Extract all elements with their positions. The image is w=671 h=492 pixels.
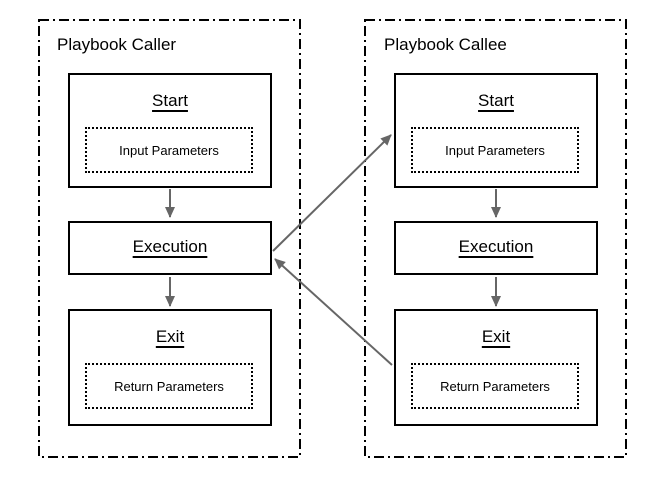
arrow-return-callee-exit-to-caller-execution	[274, 258, 393, 366]
callee-return-parameters-box: Return Parameters	[411, 363, 579, 409]
callee-start-node: Start Input Parameters	[394, 73, 598, 188]
callee-execution-node: Execution	[394, 221, 598, 275]
callee-input-parameters-box: Input Parameters	[411, 127, 579, 173]
caller-input-parameters-label: Input Parameters	[119, 142, 219, 158]
caller-execution-heading: Execution	[132, 237, 208, 256]
callee-container-title: Playbook Callee	[384, 35, 507, 54]
caller-container-title: Playbook Caller	[57, 35, 177, 54]
caller-start-heading: Start	[152, 91, 188, 110]
caller-exit-heading: Exit	[155, 327, 185, 346]
caller-return-parameters-box: Return Parameters	[85, 363, 253, 409]
callee-exit-heading: Exit	[481, 327, 511, 346]
caller-exit-node: Exit Return Parameters	[68, 309, 272, 426]
callee-return-parameters-label: Return Parameters	[440, 378, 550, 394]
callee-exit-node: Exit Return Parameters	[394, 309, 598, 426]
arrow-call-caller-execution-to-callee-start	[272, 134, 392, 252]
callee-input-parameters-label: Input Parameters	[445, 142, 545, 158]
caller-start-node: Start Input Parameters	[68, 73, 272, 188]
caller-input-parameters-box: Input Parameters	[85, 127, 253, 173]
callee-start-heading: Start	[478, 91, 514, 110]
callee-execution-heading: Execution	[458, 237, 534, 256]
caller-return-parameters-label: Return Parameters	[114, 378, 224, 394]
caller-execution-node: Execution	[68, 221, 272, 275]
